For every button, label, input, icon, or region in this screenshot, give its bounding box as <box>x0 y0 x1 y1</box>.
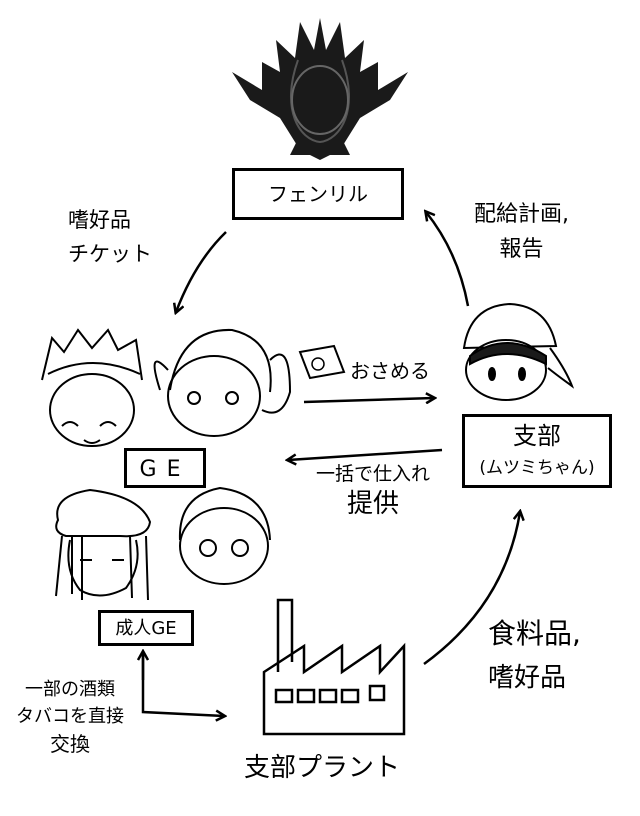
branch-chief-character <box>462 302 575 401</box>
branch-label-line2: (ムツミちゃん) <box>479 458 595 478</box>
branch-to-fenrir-line1: 配給計画, <box>474 202 569 227</box>
plant-to-branch-label: 食料品, 嗜好品 <box>488 617 581 694</box>
fenrir-to-ge-label: 嗜好品 チケット <box>68 208 152 266</box>
branch-to-ge-line2: 提供 <box>347 488 400 519</box>
branch-to-ge-line1: 一括で仕入れ <box>316 463 431 485</box>
fenrir-to-ge-line2: チケット <box>68 242 152 267</box>
adult-ge-plant-label: 一部の酒類 タバコを直接 交換 <box>16 679 124 757</box>
ge-label: GE <box>139 457 191 482</box>
factory-icon <box>262 598 406 736</box>
adult-ge-label: 成人GE <box>115 618 177 639</box>
ge-characters <box>41 328 292 447</box>
fenrir-label: フェンリル <box>268 182 368 206</box>
branch-to-ge-label: 一括で仕入れ 提供 <box>316 463 431 520</box>
branch-label-line1: 支部 <box>513 422 561 450</box>
ge-node: GE <box>124 448 206 488</box>
plant-label: 支部プラント <box>244 753 401 783</box>
fenrir-to-ge-line1: 嗜好品 <box>68 208 131 232</box>
adult-ge-characters <box>55 486 271 601</box>
branch-node: 支部 (ムツミちゃん) <box>462 414 612 488</box>
branch-to-fenrir-label: 配給計画, 報告 <box>474 202 569 263</box>
branch-to-fenrir-line2: 報告 <box>499 237 544 263</box>
adult-ge-plant-line2: タバコを直接 <box>16 705 124 727</box>
adult-ge-node: 成人GE <box>98 610 194 646</box>
adult-ge-plant-line1: 一部の酒類 <box>25 679 115 700</box>
fenrir-emblem-icon <box>232 18 408 160</box>
plant-to-branch-line2: 嗜好品 <box>488 663 567 694</box>
adult-ge-plant-line3: 交換 <box>50 732 90 757</box>
plant-to-branch-line1: 食料品, <box>488 617 581 650</box>
money-bill-icon <box>298 344 346 380</box>
ge-to-branch-label: おさめる <box>350 359 430 383</box>
fenrir-node: フェンリル <box>232 168 404 220</box>
